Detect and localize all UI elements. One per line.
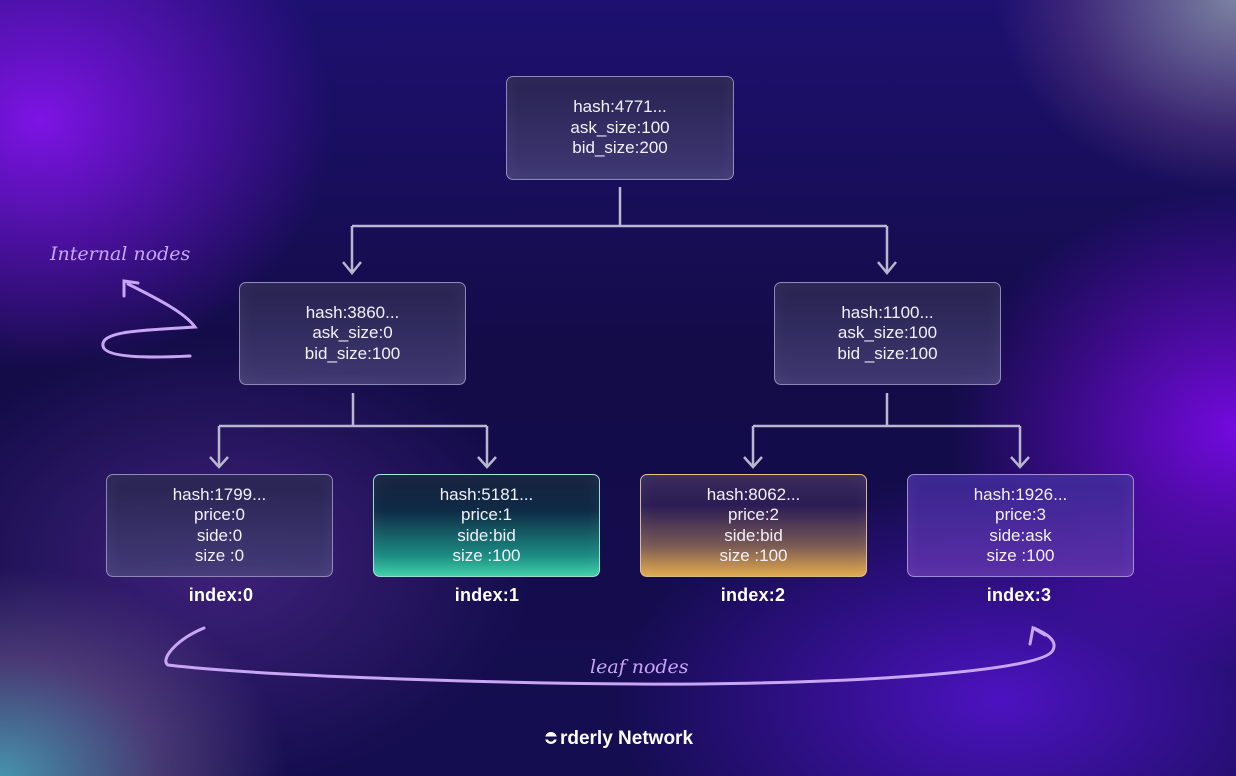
connector-root <box>350 187 889 272</box>
root-node: hash:4771... ask_size:100 bid_size:200 <box>506 76 734 180</box>
leaf-0-price: price:0 <box>193 505 246 524</box>
leaf-3-hash: hash:1926... <box>973 484 1068 504</box>
internal-left-ask-size: ask_size:0 <box>312 323 393 343</box>
arrow-head-internal-right <box>877 261 897 275</box>
leaf-2-hash: hash:8062... <box>706 484 801 504</box>
connector-internal-left <box>217 393 489 466</box>
leaf-node-0: hash:1799... price:0 side:0 size :0 <box>106 474 333 577</box>
internal-right-bid-size: bid _size:100 <box>837 343 938 363</box>
arrow-head-internal-left <box>342 261 362 275</box>
leaf-0-side: side:0 <box>196 525 243 545</box>
leaf-nodes-annotation: leaf nodes <box>590 656 689 678</box>
leaf-2-index: index:2 <box>720 585 786 605</box>
leaf-3-side: side:ask <box>989 525 1052 545</box>
leaf-node-1: hash:5181... price:1 side:bid size :100 <box>373 474 600 577</box>
arrow-head-leaf-2 <box>743 456 763 469</box>
internal-node-right: hash:1100... ask_size:100 bid _size:100 <box>774 282 1001 385</box>
leaf-3-size: size :100 <box>986 546 1055 565</box>
arrow-head-leaf-0 <box>209 456 229 469</box>
internal-left-hash: hash:3860... <box>305 302 400 322</box>
leaf-1-hash: hash:5181... <box>439 484 534 504</box>
internal-nodes-annotation: Internal nodes <box>50 243 191 265</box>
leaf-3-price: price:3 <box>994 505 1047 524</box>
brand-logo: rderly Network <box>0 728 1236 750</box>
leaf-node-3: hash:1926... price:3 side:ask size :100 <box>907 474 1134 577</box>
leaf-1-price: price:1 <box>460 505 513 524</box>
leaf-1-side: side:bid <box>457 525 516 545</box>
arrow-head-leaf-1 <box>477 456 497 469</box>
root-bid-size: bid_size:200 <box>572 138 668 158</box>
internal-right-hash: hash:1100... <box>841 302 934 322</box>
internal-nodes-arrow <box>101 282 198 359</box>
leaf-nodes-arrow-head <box>1028 625 1047 646</box>
leaf-3-index: index:3 <box>986 585 1052 605</box>
internal-node-left: hash:3860... ask_size:0 bid_size:100 <box>239 282 466 385</box>
leaf-nodes-arrow <box>164 626 1056 686</box>
leaf-2-price: price:2 <box>727 505 780 524</box>
leaf-1-index: index:1 <box>454 585 520 605</box>
leaf-0-index: index:0 <box>188 585 254 605</box>
internal-right-ask-size: ask_size:100 <box>837 323 938 343</box>
leaf-2-size: size :100 <box>719 546 788 565</box>
internal-nodes-arrow-head <box>122 279 140 298</box>
leaf-0-size: size :0 <box>194 546 245 565</box>
root-ask-size: ask_size:100 <box>570 117 670 137</box>
leaf-2-side: side:bid <box>724 525 783 545</box>
connector-internal-right <box>751 393 1022 466</box>
internal-left-bid-size: bid_size:100 <box>304 343 401 363</box>
leaf-1-size: size :100 <box>452 546 521 565</box>
orderly-logo-icon <box>545 732 557 744</box>
arrow-head-leaf-3 <box>1010 456 1030 469</box>
brand-name: rderly Network <box>559 728 694 749</box>
leaf-node-2: hash:8062... price:2 side:bid size :100 <box>640 474 867 577</box>
leaf-0-hash: hash:1799... <box>172 484 267 504</box>
root-hash: hash:4771... <box>573 97 667 117</box>
